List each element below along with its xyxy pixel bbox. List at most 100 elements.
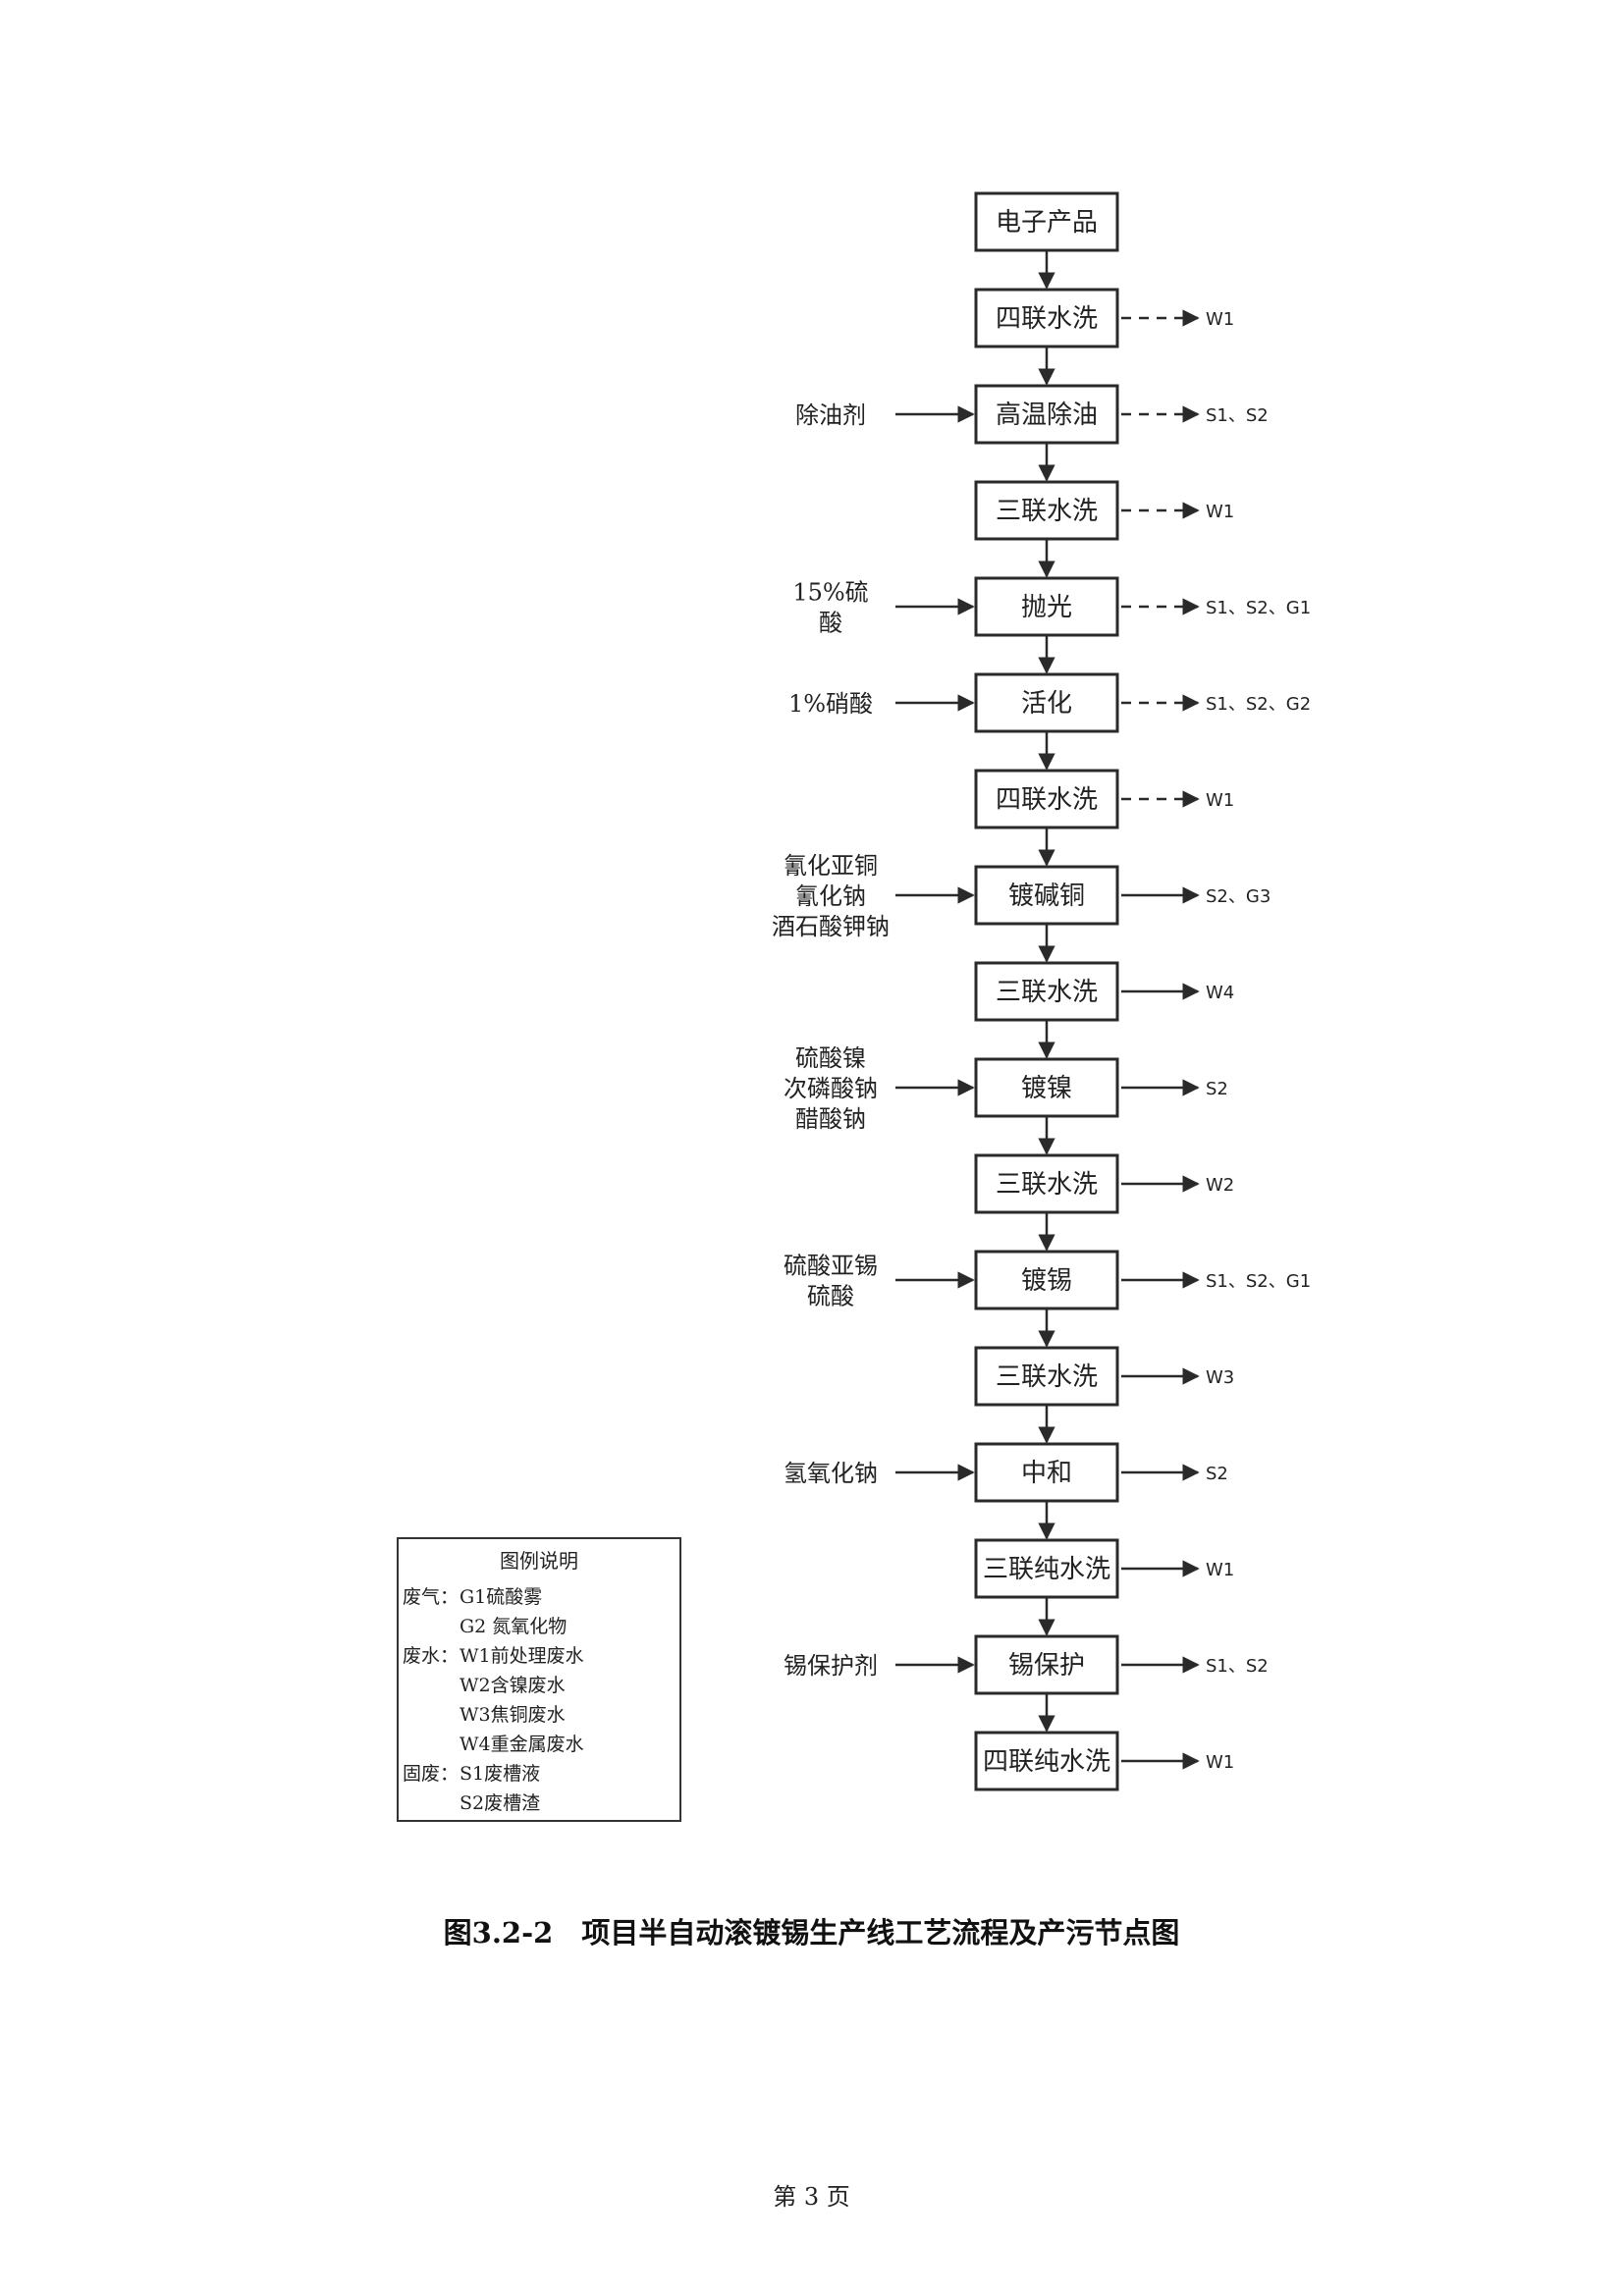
input-material-line: 酒石酸钾钠 — [772, 913, 890, 940]
process-step-label: 三联水洗 — [996, 497, 1098, 526]
input-material-line: 酸 — [819, 610, 842, 637]
legend-row: G2 氮氧化物 — [403, 1612, 567, 1638]
legend-row: 废气：G1硫酸雾 — [403, 1582, 542, 1609]
process-step-rect — [974, 1250, 1119, 1310]
process-step-box: 三联纯水洗 — [974, 1538, 1119, 1599]
process-step-label: 镀镍 — [1021, 1074, 1072, 1103]
process-step-label: 高温除油 — [996, 400, 1098, 430]
input-material-label: 除油剂 — [795, 401, 866, 429]
legend-category: 固废： — [403, 1763, 460, 1785]
input-material-label: 氰化亚铜氰化钠酒石酸钾钠 — [772, 852, 890, 940]
legend-category: 废水： — [403, 1645, 460, 1667]
legend-item: S2废槽渣 — [460, 1792, 541, 1814]
input-material-line: 硫酸 — [807, 1283, 854, 1310]
legend-item: G2 氮氧化物 — [460, 1616, 568, 1637]
process-step-label: 三联水洗 — [996, 1362, 1098, 1392]
process-step-label: 抛光 — [1021, 593, 1072, 622]
pollutant-output-label: S1、S2 — [1206, 1656, 1269, 1677]
pollutant-output-label: S1、S2、G1 — [1206, 1271, 1311, 1292]
legend-category: 废气： — [403, 1586, 460, 1608]
legend-item: G1硫酸雾 — [460, 1586, 543, 1608]
process-step-label: 镀锡 — [1021, 1266, 1072, 1296]
legend-item: W3焦铜废水 — [460, 1704, 566, 1726]
process-step-rect — [974, 672, 1119, 733]
process-step-label: 四联水洗 — [996, 785, 1098, 815]
input-material-line: 次磷酸钠 — [784, 1075, 878, 1102]
process-step-label: 三联水洗 — [996, 1170, 1098, 1200]
process-step-label: 镀碱铜 — [1008, 881, 1085, 911]
pollutant-output-label: W1 — [1206, 790, 1234, 811]
pollutant-output-label: W1 — [1206, 309, 1234, 330]
process-step-box: 四联水洗 — [974, 288, 1119, 348]
input-material-label: 硫酸亚锡硫酸 — [784, 1253, 878, 1310]
pollutant-output-label: S1、S2、G1 — [1206, 598, 1311, 618]
input-material-line: 硫酸亚锡 — [784, 1253, 878, 1280]
input-material-label: 硫酸镍次磷酸钠醋酸钠 — [784, 1044, 878, 1133]
process-step-box: 抛光 — [974, 576, 1119, 637]
process-step-rect — [974, 384, 1119, 445]
process-step-rect — [974, 288, 1119, 348]
input-material-label: 1%硝酸 — [788, 690, 873, 718]
input-material-line: 醋酸钠 — [795, 1105, 866, 1133]
pollutant-output-label: S1、S2、G2 — [1206, 694, 1311, 715]
input-material-line: 15%硫 — [792, 579, 868, 607]
process-step-rect — [974, 191, 1119, 252]
legend-row: W4重金属废水 — [403, 1730, 584, 1756]
process-step-box: 镀锡 — [974, 1250, 1119, 1310]
process-step-box: 四联水洗 — [974, 769, 1119, 829]
input-material-label: 氢氧化钠 — [784, 1460, 878, 1487]
legend-item: W4重金属废水 — [460, 1734, 584, 1755]
input-material-line: 锡保护剂 — [784, 1652, 878, 1680]
pollutant-output-label: W3 — [1206, 1367, 1234, 1388]
legend-item: W1前处理废水 — [460, 1645, 584, 1667]
process-step-box: 三联水洗 — [974, 480, 1119, 541]
process-step-label: 电子产品 — [996, 208, 1098, 238]
legend-row: S2废槽渣 — [403, 1789, 540, 1815]
process-step-rect — [974, 1153, 1119, 1214]
process-step-box: 三联水洗 — [974, 1153, 1119, 1214]
process-step-box: 电子产品 — [974, 191, 1119, 252]
legend-item: S1废槽液 — [460, 1763, 541, 1785]
process-step-rect — [974, 1731, 1119, 1791]
process-step-label: 三联纯水洗 — [983, 1555, 1110, 1584]
process-step-box: 活化 — [974, 672, 1119, 733]
process-step-box: 锡保护 — [974, 1634, 1119, 1695]
pollutant-output-label: S2 — [1206, 1464, 1228, 1484]
pollutant-output-label: S1、S2 — [1206, 405, 1269, 426]
process-step-box: 四联纯水洗 — [974, 1731, 1119, 1791]
pollutant-output-label: W1 — [1206, 1560, 1234, 1580]
process-step-label: 三联水洗 — [996, 978, 1098, 1007]
legend-row: W2含镍废水 — [403, 1671, 566, 1697]
input-material-line: 除油剂 — [795, 401, 866, 429]
process-step-label: 锡保护 — [1008, 1651, 1085, 1681]
input-material-line: 氰化钠 — [795, 882, 866, 910]
process-step-label: 四联水洗 — [996, 304, 1098, 334]
input-material-line: 1%硝酸 — [788, 690, 873, 718]
page-number: 第 3 页 — [773, 2183, 850, 2211]
process-step-label: 中和 — [1021, 1459, 1072, 1488]
legend-item: W2含镍废水 — [460, 1675, 566, 1696]
process-step-box: 三联水洗 — [974, 961, 1119, 1022]
pollutant-output-label: W1 — [1206, 1752, 1234, 1773]
pollutant-output-label: W2 — [1206, 1175, 1234, 1196]
pollutant-output-label: S2、G3 — [1206, 886, 1271, 907]
process-step-box: 三联水洗 — [974, 1346, 1119, 1407]
process-step-rect — [974, 576, 1119, 637]
process-step-box: 镀碱铜 — [974, 865, 1119, 926]
figure-caption: 图3.2-2 项目半自动滚镀锡生产线工艺流程及产污节点图 — [443, 1916, 1180, 1949]
process-step-rect — [974, 1346, 1119, 1407]
process-step-box: 镀镍 — [974, 1057, 1119, 1118]
legend-title: 图例说明 — [500, 1549, 578, 1573]
process-step-box: 高温除油 — [974, 384, 1119, 445]
pollutant-output-label: W1 — [1206, 502, 1234, 522]
process-step-label: 活化 — [1021, 689, 1072, 719]
pollutant-output-label: W4 — [1206, 983, 1234, 1003]
legend-row: W3焦铜废水 — [403, 1700, 566, 1727]
input-material-line: 氢氧化钠 — [784, 1460, 878, 1487]
pollutant-output-label: S2 — [1206, 1079, 1228, 1099]
input-material-label: 15%硫酸 — [792, 579, 868, 637]
legend-row: 固废：S1废槽液 — [403, 1759, 540, 1786]
input-material-line: 氰化亚铜 — [784, 852, 878, 880]
